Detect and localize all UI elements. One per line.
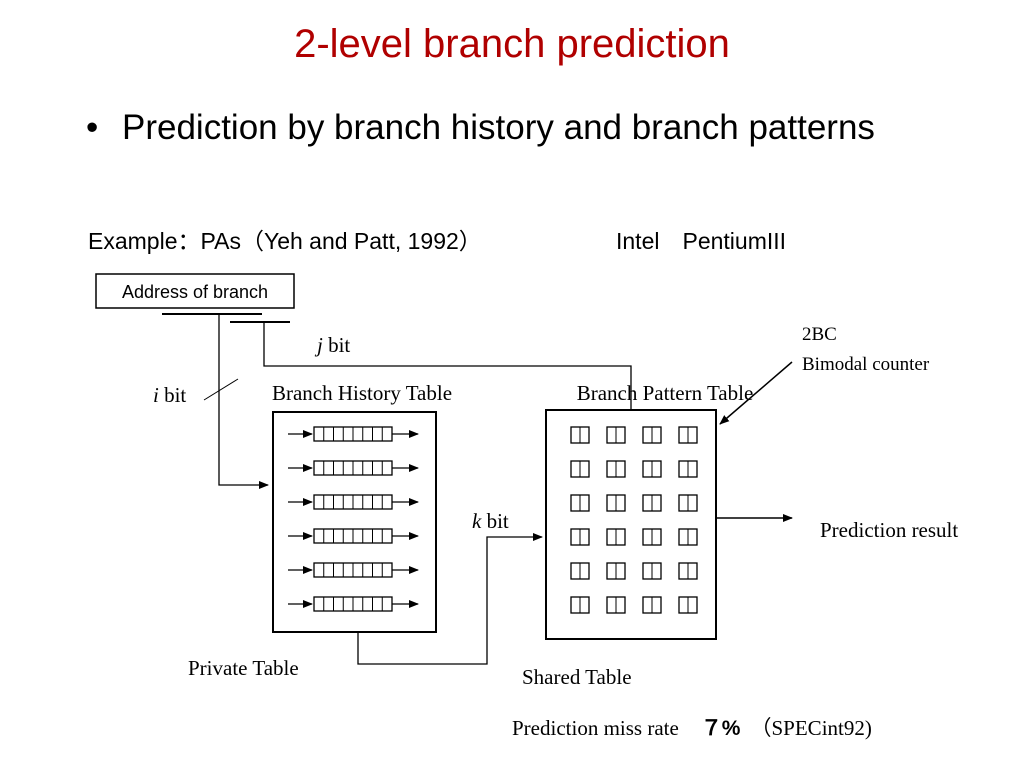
slide-title: 2-level branch prediction: [294, 22, 730, 66]
miss-rate-label: Prediction miss rate: [512, 716, 679, 740]
counter-cell: [678, 528, 698, 546]
shared-table-label: Shared Table: [522, 665, 632, 689]
counter-cell: [678, 460, 698, 478]
counter-cell: [678, 494, 698, 512]
example-scheme: PAs（Yeh and Patt, 1992）: [200, 228, 482, 254]
example-prefix: Example：: [88, 228, 201, 254]
i-bit-label: i bit: [153, 383, 186, 407]
counter-cell: [606, 460, 626, 478]
counter-note-line1: 2BC: [802, 324, 837, 345]
history-register: [288, 426, 419, 442]
counter-cell: [606, 562, 626, 580]
counter-cell: [570, 426, 590, 444]
bullet-item: • Prediction by branch history and branch…: [86, 108, 875, 148]
counter-cell: [570, 562, 590, 580]
i-bit-pointer: [203, 378, 239, 401]
private-table-label: Private Table: [188, 656, 299, 680]
counter-cell: [678, 426, 698, 444]
bullet-text: Prediction by branch history and branch …: [122, 108, 875, 147]
k-bit-label: k bit: [472, 509, 509, 533]
counter-cell: [606, 528, 626, 546]
bullet-dot-icon: •: [86, 108, 99, 147]
counter-cell: [678, 562, 698, 580]
example-line: Example：PAs（Yeh and Patt, 1992） Intel Pe…: [88, 222, 786, 256]
bpt-cells: [570, 426, 698, 614]
history-register: [288, 596, 419, 612]
counter-cell: [606, 426, 626, 444]
counter-cell: [570, 528, 590, 546]
counter-cell: [570, 494, 590, 512]
bht-title: Branch History Table: [272, 381, 452, 405]
j-bit-path: [263, 322, 635, 434]
counter-cell: [642, 460, 662, 478]
counter-cell: [642, 596, 662, 614]
counter-cell: [642, 562, 662, 580]
history-register: [288, 460, 419, 476]
miss-rate-benchmark: （SPECint92): [751, 716, 872, 740]
bpt-title: Branch Pattern Table: [577, 381, 754, 405]
miss-rate-line: Prediction miss rate ７% （SPECint92): [512, 716, 872, 740]
counter-cell: [678, 596, 698, 614]
history-register: [288, 562, 419, 578]
address-box: Address of branch: [95, 273, 295, 309]
address-box-label: Address of branch: [122, 282, 268, 302]
i-bit-path: [218, 314, 269, 489]
history-register: [288, 528, 419, 544]
history-register: [288, 494, 419, 510]
prediction-result-label: Prediction result: [820, 518, 958, 542]
bht-box: [272, 411, 437, 633]
counter-cell: [642, 426, 662, 444]
miss-rate-value: ７%: [701, 717, 741, 740]
counter-note-arrow: [719, 361, 793, 425]
counter-cell: [606, 494, 626, 512]
counter-cell: [642, 528, 662, 546]
bht-rows: [288, 426, 419, 612]
k-bit-path: [357, 533, 543, 665]
counter-cell: [642, 494, 662, 512]
counter-cell: [570, 596, 590, 614]
j-bit-label: j bit: [314, 333, 350, 357]
counter-cell: [570, 460, 590, 478]
counter-cell: [606, 596, 626, 614]
example-cpu: Intel PentiumIII: [616, 228, 787, 254]
counter-note-line2: Bimodal counter: [802, 354, 930, 375]
